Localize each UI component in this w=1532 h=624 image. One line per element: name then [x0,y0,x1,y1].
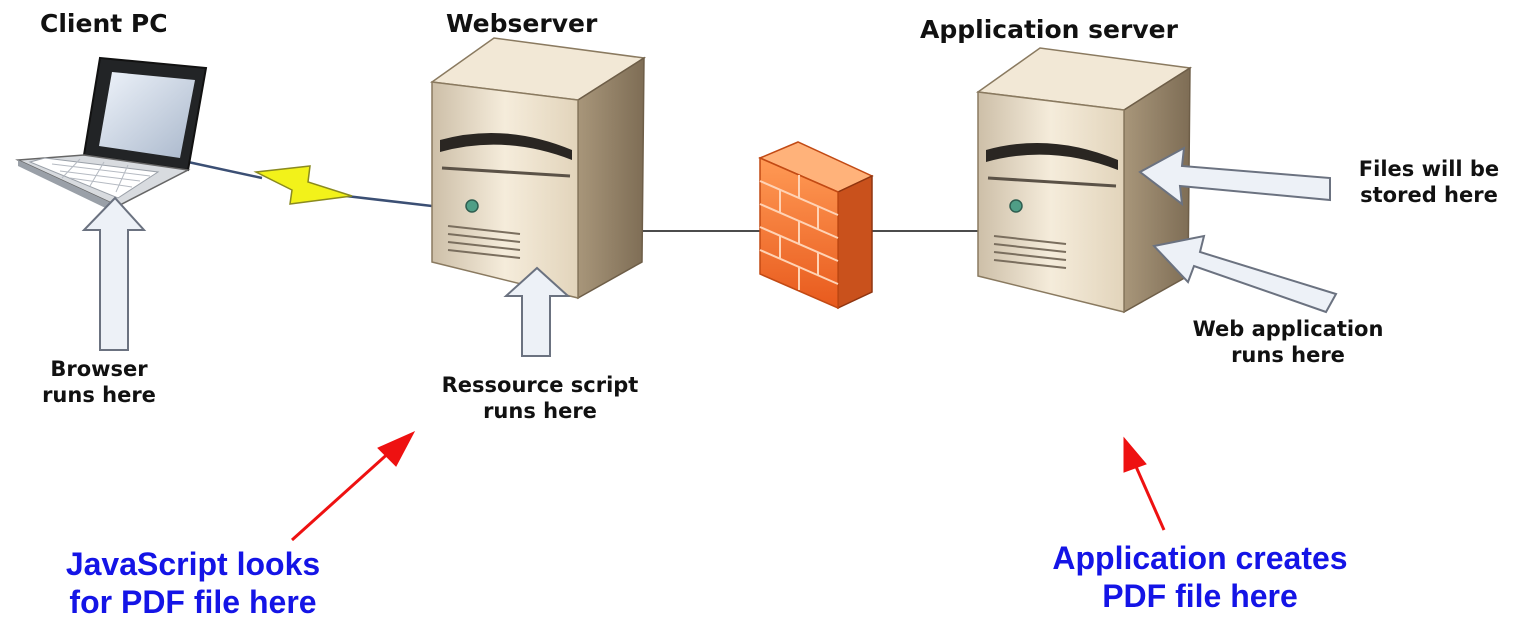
files-stored-note-line-1: Files will be [1358,157,1500,181]
ressource-script-note: Ressource script runs here [410,372,670,425]
arrow-web-app [1152,234,1338,314]
callout-arrows [290,430,1166,542]
javascript-callout-line-2: for PDF file here [69,583,317,620]
red-arrow-right-head [1123,436,1147,473]
appserver-title: Application server [920,15,1178,44]
firewall-icon [758,141,874,310]
browser-note: Browser runs here [14,356,184,409]
arrow-files-stored [1138,146,1331,207]
web-application-note-line-1: Web application [1192,317,1384,341]
connections [187,160,978,232]
files-stored-note-line-2: stored here [1360,183,1498,208]
application-creates-callout: Application creates PDF file here [1010,540,1390,616]
browser-note-line-2: runs here [42,383,156,408]
red-arrow-left-head [377,430,416,467]
application-creates-callout-line-2: PDF file here [1102,577,1298,614]
wireless-link-line-2 [345,194,433,208]
files-stored-note: Files will be stored here [1334,156,1524,209]
arrow-to-webserver [503,266,571,357]
client-pc-title: Client PC [40,9,168,38]
javascript-callout: JavaScript looks for PDF file here [18,546,368,622]
ressource-script-note-line-1: Ressource script [441,373,639,397]
arrow-to-laptop [81,196,147,351]
javascript-callout-line-1: JavaScript looks [65,546,321,582]
laptop-icon [15,56,208,214]
webserver-server-icon [429,37,647,300]
application-creates-callout-line-1: Application creates [1052,540,1348,576]
web-application-note-line-2: runs here [1231,343,1345,368]
lightning-icon [253,165,353,205]
red-arrow-left [290,448,394,542]
wireless-link-line [187,160,263,180]
pointer-arrows [81,146,1338,357]
red-arrow-right [1132,461,1166,531]
webserver-title: Webserver [446,9,598,38]
web-application-note: Web application runs here [1158,316,1418,369]
browser-note-line-1: Browser [50,357,148,381]
ressource-script-note-line-2: runs here [483,399,597,424]
